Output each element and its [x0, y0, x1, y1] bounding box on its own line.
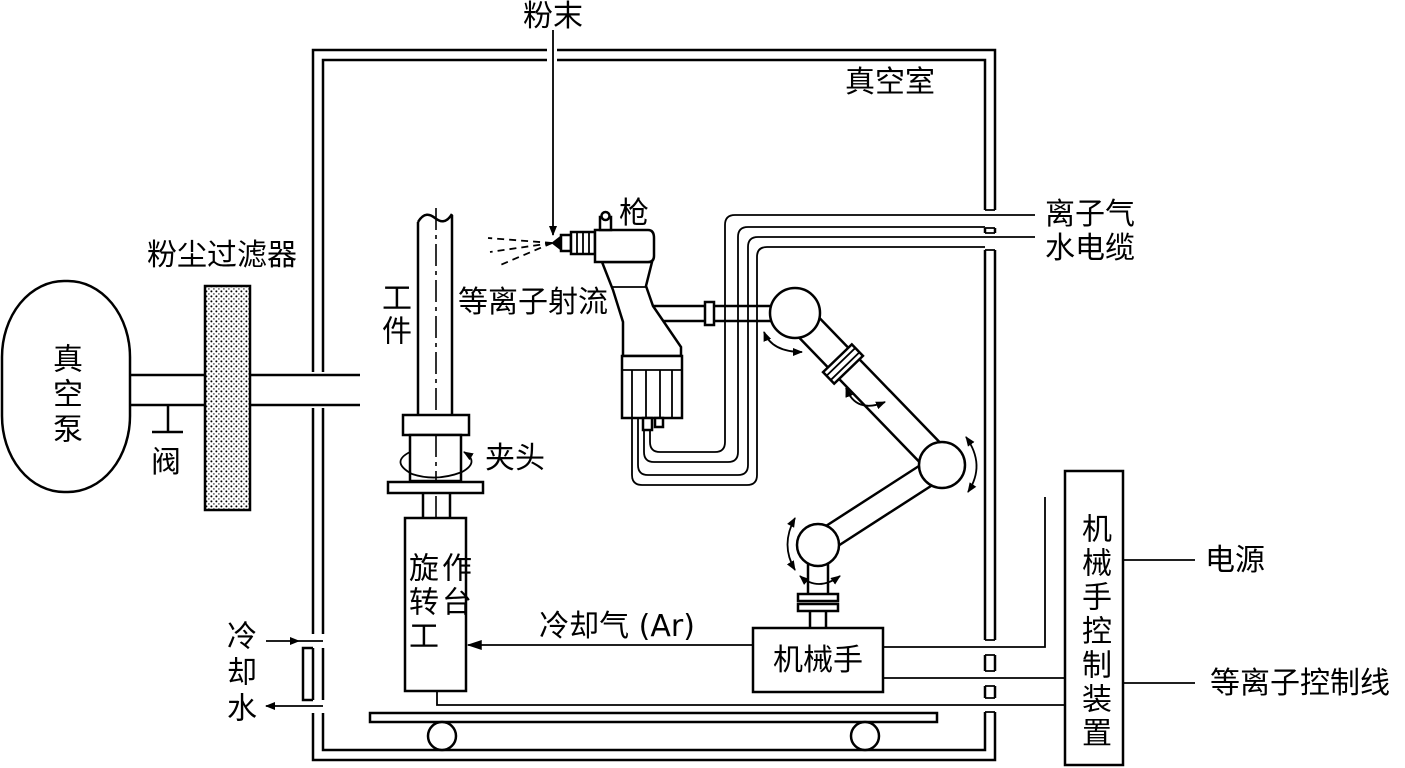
valve — [152, 405, 183, 434]
gun-head-rings — [576, 232, 590, 254]
wrist-rotation-arrow — [786, 517, 796, 571]
arm-coupling — [821, 342, 865, 386]
chuck-rotation-arrow — [399, 451, 474, 479]
arm-coupling-rings — [825, 347, 861, 381]
elbow-rotation-arrow — [965, 436, 978, 493]
wrist-ring-lower — [796, 602, 840, 613]
cable-feedthrough — [985, 209, 995, 713]
label-water-power-cable: 水电缆 — [1045, 231, 1135, 266]
gun-nozzle — [559, 233, 573, 253]
gun-base-block — [620, 354, 684, 420]
plasma-gun — [551, 210, 684, 432]
robot-base-box — [751, 626, 885, 694]
plasma-gas-hose-edge — [643, 226, 985, 463]
label-workpiece: 工件 — [376, 282, 411, 348]
water-power-cable-edge — [631, 246, 985, 486]
vacuum-pump-body — [0, 279, 132, 494]
label-robot: 机械手 — [773, 643, 863, 678]
plasma-jet — [487, 237, 553, 267]
gun-handle — [600, 260, 683, 358]
plasma-jet-ray-upper — [487, 237, 553, 244]
rotary-table-body — [403, 516, 468, 693]
gun-nozzle-tip — [551, 234, 562, 252]
vacuum-pump — [0, 279, 132, 494]
gun-base-details — [622, 369, 682, 418]
rail-cart — [368, 711, 939, 752]
robot-power-line — [883, 497, 1046, 648]
chuck-plate — [386, 480, 485, 495]
chuck — [386, 413, 485, 518]
upper-link-edge-a — [804, 302, 953, 456]
label-dust-filter: 粉尘过滤器 — [147, 238, 297, 273]
rotary-table — [403, 516, 1065, 706]
dust-filter — [203, 284, 252, 512]
controller-wiring — [883, 497, 1195, 684]
label-vacuum-pump: 真空泵 — [47, 343, 82, 448]
robot-controller-box — [1063, 469, 1125, 767]
exhaust-pipe — [130, 373, 360, 407]
cooling-water-port — [301, 646, 313, 702]
cooling-water-lines — [265, 637, 323, 710]
lower-link-edge-a — [823, 473, 949, 557]
gun-outlet-tube-1 — [641, 416, 654, 432]
plasma-jet-ray-middle — [489, 242, 553, 253]
upper-link-edge-b — [784, 322, 933, 476]
label-gun: 枪 — [619, 196, 649, 231]
label-valve: 阀 — [151, 445, 181, 480]
water-power-cable — [637, 236, 1035, 476]
label-cooling-water: 冷却水 — [221, 620, 256, 728]
label-power-supply: 电源 — [1205, 543, 1265, 578]
label-plasma-jet: 等离子射流 — [458, 285, 608, 320]
elbow-joint — [917, 440, 967, 490]
coupling-rotation-arrow — [845, 387, 886, 410]
label-vacuum-chamber: 真空室 — [845, 65, 935, 100]
label-powder: 粉末 — [523, 0, 583, 34]
wrist-joint — [795, 522, 841, 568]
gun-outlet-tube-2 — [653, 416, 665, 429]
gun-arm-clamp — [703, 300, 716, 327]
gun-body — [593, 228, 656, 264]
chamber-outer-wall — [311, 48, 997, 762]
wheel-left — [426, 720, 458, 752]
arm-coupling-body — [821, 342, 865, 386]
wrist-ring-upper — [796, 592, 840, 603]
plasma-jet-ray-lower — [497, 242, 553, 267]
vacuum-chamber — [301, 48, 997, 762]
chamber-inner-wall — [321, 58, 987, 752]
label-plasma-control-line: 等离子控制线 — [1210, 666, 1390, 701]
rotary-table-signal-line — [436, 691, 1065, 706]
wheel-right — [849, 720, 881, 752]
gun-cables — [631, 214, 1035, 486]
robot-arm — [751, 286, 978, 694]
plasma-gas-hose — [649, 214, 1035, 453]
base-rotation-arrow — [799, 575, 841, 585]
workpiece-break-line — [416, 213, 454, 223]
label-plasma-gas: 离子气 — [1045, 197, 1135, 232]
label-robot-controller: 机械手控制装置 — [1076, 513, 1111, 751]
lower-link-edge-b — [811, 453, 937, 537]
rail — [368, 711, 939, 724]
gun-knob-cap — [600, 210, 611, 222]
label-cooling-gas: 冷却气 (Ar) — [539, 609, 695, 644]
shoulder-joint — [768, 286, 822, 340]
chuck-collar — [401, 413, 471, 437]
label-chuck: 夹头 — [485, 441, 545, 476]
shoulder-rotation-arrow — [763, 331, 803, 356]
label-rotary-table: 旋转工作台 — [403, 552, 471, 654]
